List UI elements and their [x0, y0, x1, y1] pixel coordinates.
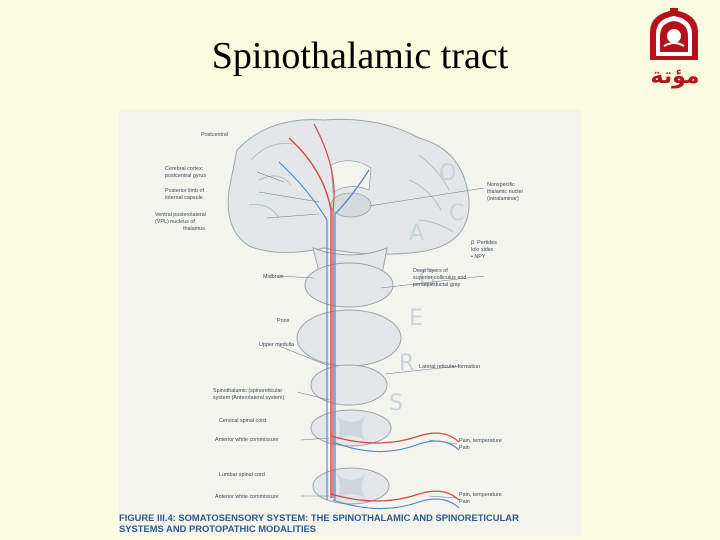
university-logo-icon: [636, 6, 712, 90]
label-cervical-pain-1: Pain, temperature: [459, 438, 502, 444]
label-capsule-2: internal capsule: [165, 195, 203, 201]
tract-pathways: [278, 123, 460, 510]
label-lumbar: Lumbar spinal cord: [219, 472, 265, 478]
watermark: AGE RS O C: [389, 161, 464, 416]
label-cortex-2: postcentral gyrus: [165, 173, 206, 179]
label-cervical-commissure: Anterior white commissure: [215, 437, 279, 443]
label-vpl-2: (VPL) nucleus of: [155, 219, 195, 225]
svg-text:C: C: [449, 201, 464, 226]
label-lumbar-pain-2: Pain: [459, 499, 470, 505]
label-lumbar-pain-1: Pain, temperature: [459, 492, 502, 498]
label-lumbar-commissure: Anterior white commissure: [215, 494, 279, 500]
label-peptides-3: • NPY: [471, 254, 486, 260]
brainstem: [296, 247, 402, 406]
caption-line-1: FIGURE III.4: SOMATOSENSORY SYSTEM: THE …: [119, 512, 519, 523]
label-stt-2: system (Anterolateral system): [213, 395, 284, 401]
lumbar-spinal-cord: [312, 467, 390, 505]
label-vpl-3: thalamus: [183, 226, 205, 232]
label-colliculus-3: periaqueductal gray: [413, 282, 461, 288]
label-vpl-1: Ventral posterolateral: [155, 212, 206, 218]
label-intralaminar-2: thalamic nuclei: [487, 189, 523, 195]
svg-text:S: S: [389, 391, 403, 416]
slide-title: Spinothalamic tract: [211, 35, 509, 77]
label-cortex-1: Cerebral cortex:: [165, 166, 203, 172]
svg-text:A: A: [409, 221, 424, 246]
logo-text: مؤتة: [650, 64, 700, 89]
label-intralaminar-1: Nonspecific: [487, 182, 515, 188]
figure-caption: FIGURE III.4: SOMATOSENSORY SYSTEM: THE …: [119, 512, 581, 534]
svg-text:O: O: [439, 161, 456, 186]
label-peptides-2: lolo sides: [471, 247, 494, 253]
label-colliculus-1: Deep layers of: [413, 268, 448, 274]
label-cervical-pain-2: Pain: [459, 445, 470, 451]
label-pons: Pons: [277, 318, 290, 324]
label-reticular: Lateral reticular formation: [419, 364, 480, 370]
caption-line-2: SYSTEMS AND PROTOPATHIC MODALITIES: [119, 523, 317, 534]
label-cervical: Cervical spinal cord: [219, 418, 266, 424]
label-capsule-1: Posterior limb of: [165, 188, 204, 194]
label-stt-1: Spinothalamic (spinoreticular: [213, 388, 282, 394]
brain-coronal-section: [227, 118, 470, 255]
label-medulla: Upper medulla: [259, 342, 294, 348]
label-colliculus-2: superior colliculus and: [413, 275, 466, 281]
svg-text:G: G: [419, 266, 436, 291]
svg-text:E: E: [409, 306, 423, 331]
label-midbrain: Midbrain: [263, 274, 284, 280]
svg-text:R: R: [399, 351, 414, 376]
label-postcentral: Postcentral: [201, 132, 228, 138]
label-intralaminar-3: (intralaminar): [487, 196, 519, 202]
label-peptides-1: β: Pertides: [471, 240, 497, 246]
